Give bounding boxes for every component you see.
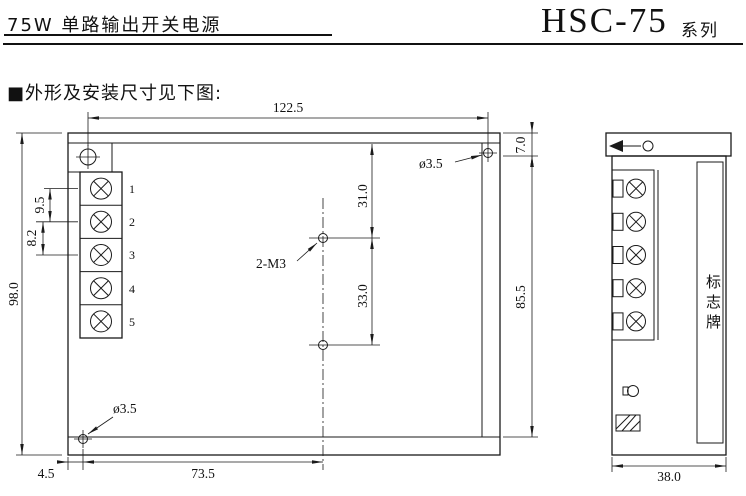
dim-hole-spacing: 33.0	[355, 284, 370, 308]
terminal-number-5: 5	[129, 315, 135, 329]
front-view: 1 2 3 4 5	[67, 132, 501, 470]
side-view: 38.0	[605, 132, 732, 484]
terminal-screw-1	[90, 177, 112, 200]
section-caption: ■外形及安装尺寸见下图:	[7, 83, 223, 104]
front-view-outline	[67, 132, 501, 456]
header-rule	[3, 43, 743, 45]
dim-overall-height: 98.0	[6, 282, 21, 306]
dim-terminal-pitch-b: 8.2	[24, 230, 39, 247]
terminal-screw-2	[90, 210, 112, 233]
terminal-number-4: 4	[129, 282, 135, 296]
side-terminal-strip	[611, 169, 659, 341]
hole-label-top: ø3.5	[419, 156, 443, 171]
adjust-pot	[627, 385, 639, 397]
dim-terminal-pitch-a: 9.5	[32, 196, 47, 213]
dim-overall-width: 122.5	[273, 100, 304, 115]
terminal-block	[79, 171, 123, 339]
dim-depth: 38.0	[657, 469, 681, 484]
name-plate	[696, 161, 724, 444]
terminal-number-1: 1	[129, 182, 135, 196]
label-mount-holes: 2-M3	[256, 256, 286, 271]
terminal-screw-5	[90, 310, 112, 333]
dim-foot-span: 73.5	[191, 466, 215, 481]
terminal-number-2: 2	[129, 215, 135, 229]
direction-arrow-icon	[609, 140, 623, 152]
header-underline	[4, 34, 332, 36]
front-view-dimensions: 122.5 98.0 9.5 8.2 31.0 33.0 2-M3	[6, 100, 538, 481]
dim-foot-offset: 4.5	[38, 466, 55, 481]
dim-hole-offset-top: 31.0	[355, 184, 370, 208]
hole-label-bottom: ø3.5	[113, 401, 137, 416]
series-label: 系列	[681, 21, 719, 41]
page-title: 75W 单路输出开关电源	[7, 15, 222, 36]
dim-side-height: 85.5	[513, 285, 528, 309]
terminal-screw-3	[90, 244, 112, 266]
side-switch	[615, 414, 641, 432]
cap-screw	[642, 140, 654, 152]
terminal-screw-4	[90, 277, 112, 300]
side-top-cap	[605, 132, 732, 157]
dim-lip-height: 7.0	[513, 136, 528, 153]
side-plate-label: 标志牌	[704, 274, 722, 334]
terminal-number-3: 3	[129, 248, 135, 262]
model-name: HSC-75	[541, 1, 668, 40]
